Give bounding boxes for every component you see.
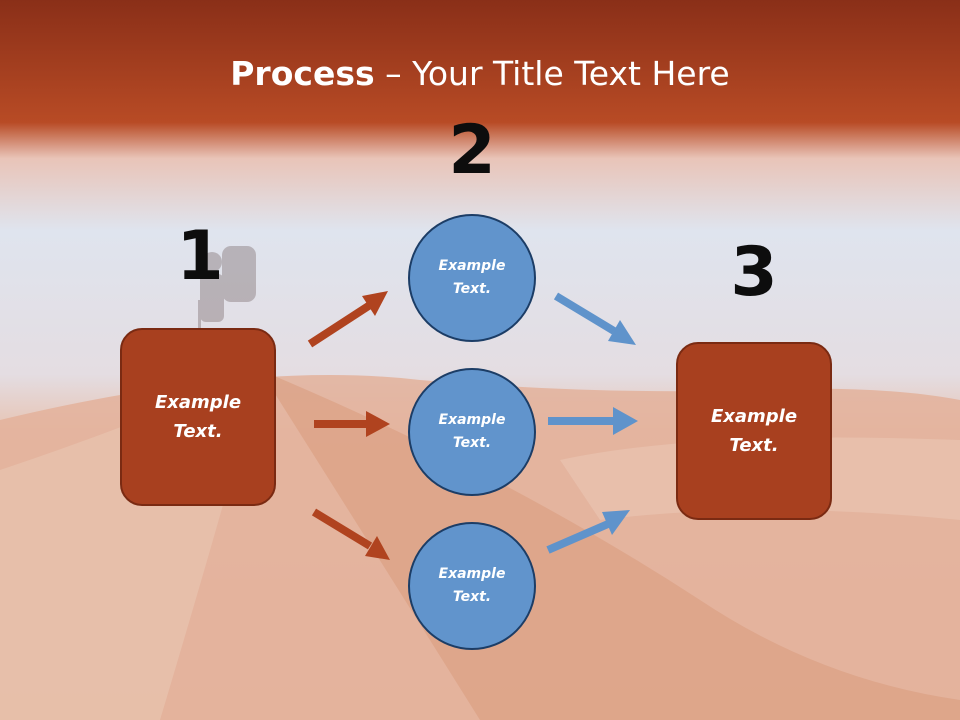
arrow-left-to-top <box>307 301 373 348</box>
process-circle-top[interactable]: Example Text. <box>408 214 536 342</box>
arrow-top-to-right <box>553 292 617 335</box>
step-number-2: 2 <box>448 111 496 190</box>
right-process-box[interactable]: Example Text. <box>676 342 832 520</box>
process-circle-middle[interactable]: Example Text. <box>408 368 536 496</box>
process-circle-bottom[interactable]: Example Text. <box>408 522 536 650</box>
hiker-silhouette-icon <box>198 246 256 330</box>
arrow-bottom-to-right <box>546 520 610 554</box>
title-rest: – Your Title Text Here <box>374 54 730 93</box>
step-number-1: 1 <box>176 217 224 296</box>
left-process-box[interactable]: Example Text. <box>120 328 276 506</box>
slide-title: Process – Your Title Text Here <box>0 52 960 96</box>
step-number-3: 3 <box>730 233 778 312</box>
title-bold: Process <box>230 54 375 93</box>
arrow-left-to-bottom <box>311 508 373 550</box>
